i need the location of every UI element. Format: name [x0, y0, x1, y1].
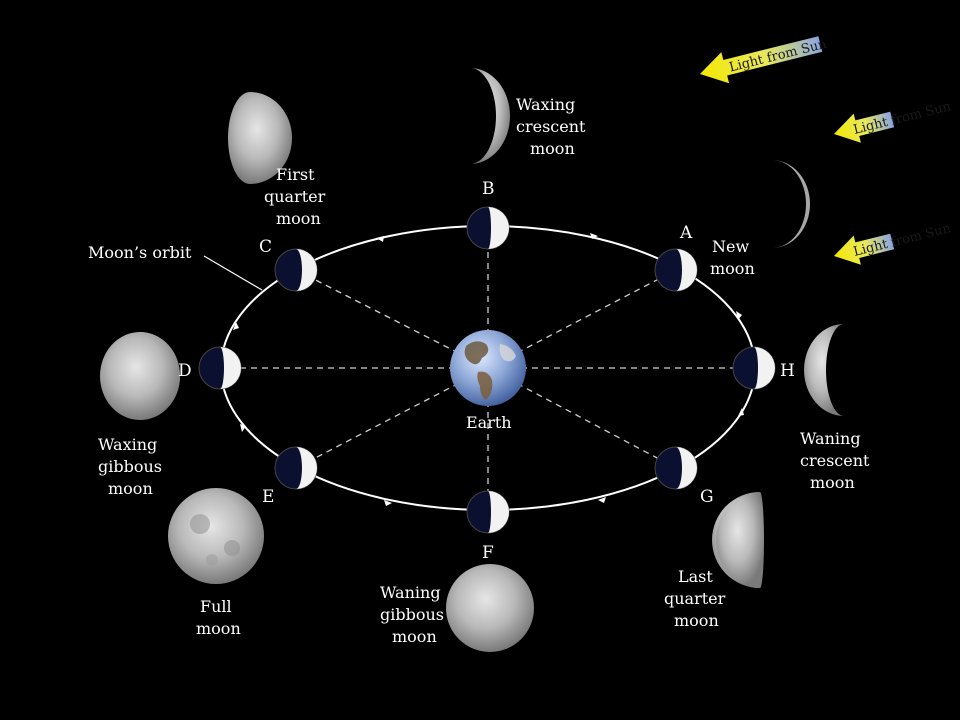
first-quarter-label-2: quarter [264, 187, 326, 206]
letter-d: D [178, 361, 192, 381]
sunlight-arrow-1: Light from Sun [700, 36, 829, 84]
waxing-crescent-label-3: moon [530, 139, 575, 158]
orbit-arrow [590, 233, 598, 239]
orbit-label-pointer [203, 255, 263, 291]
waxing-crescent-label-2: crescent [516, 117, 586, 136]
orbit-arrow [233, 322, 239, 330]
waxing-gibbous-photo [100, 332, 180, 420]
new-moon-label-1: New [712, 237, 749, 256]
letter-b: B [482, 179, 495, 199]
waning-crescent-photo [804, 324, 844, 416]
orbit-moons [198, 206, 776, 534]
orbit-moon-b [466, 206, 510, 250]
full-moon-photo [168, 488, 264, 584]
waxing-gibbous-label-1: Waxing [98, 435, 157, 454]
orbit-arrow [738, 408, 744, 416]
waning-gibbous-label-2: gibbous [380, 605, 444, 624]
full-moon-label-1: Full [200, 597, 232, 616]
waning-gibbous-photo [446, 564, 534, 652]
orbit-direction-arrows [233, 233, 744, 506]
waxing-crescent-label-1: Waxing [516, 95, 575, 114]
sunlight-arrow-3: Light from Sun [834, 221, 953, 265]
last-quarter-label-2: quarter [664, 589, 726, 608]
letter-c: C [259, 237, 272, 257]
orbit-arrow [240, 424, 246, 432]
letter-g: G [700, 487, 714, 507]
orbit-arrow [376, 236, 384, 242]
waning-gibbous-label-1: Waning [380, 583, 441, 602]
orbit-moon-c [274, 248, 318, 292]
sunlight-arrows: Light from Sun Light from Sun Light from… [700, 36, 953, 265]
waxing-crescent-photo [470, 68, 510, 164]
position-letters: A B C D E F G H [178, 179, 795, 563]
phase-photos [100, 68, 844, 652]
earth-label: Earth [466, 413, 512, 432]
waxing-gibbous-label-3: moon [108, 479, 153, 498]
waxing-gibbous-label-2: gibbous [98, 457, 162, 476]
first-quarter-label-3: moon [276, 209, 321, 228]
letter-e: E [262, 487, 274, 507]
first-quarter-photo [228, 92, 292, 184]
waning-gibbous-label-3: moon [392, 627, 437, 646]
waning-crescent-label-2: crescent [800, 451, 870, 470]
orbit-moon-g [654, 446, 698, 490]
last-quarter-photo [712, 492, 764, 588]
waning-crescent-label-3: moon [810, 473, 855, 492]
orbit-arrow [598, 497, 606, 503]
last-quarter-label-3: moon [674, 611, 719, 630]
orbit-moon-e [274, 446, 318, 490]
last-quarter-label-1: Last [678, 567, 713, 586]
phase-labels: Waxing crescent moon First quarter moon … [98, 95, 870, 646]
orbit-moon-f [466, 490, 510, 534]
orbit-moon-d [198, 346, 242, 390]
new-moon-photo [772, 160, 810, 248]
new-moon-label-2: moon [710, 259, 755, 278]
orbit-label: Moon’s orbit [88, 243, 192, 262]
orbit-moon-h [732, 346, 776, 390]
full-moon-label-2: moon [196, 619, 241, 638]
orbit-arrow [384, 500, 392, 506]
orbit-arrow [736, 311, 742, 320]
sunlight-arrow-2: Light from Sun [834, 99, 953, 143]
letter-a: A [679, 223, 693, 243]
letter-f: F [482, 543, 494, 563]
earth [450, 330, 526, 406]
first-quarter-label-1: First [276, 165, 315, 184]
waning-crescent-label-1: Waning [800, 429, 861, 448]
letter-h: H [780, 361, 795, 381]
orbit-moon-a [654, 248, 698, 292]
